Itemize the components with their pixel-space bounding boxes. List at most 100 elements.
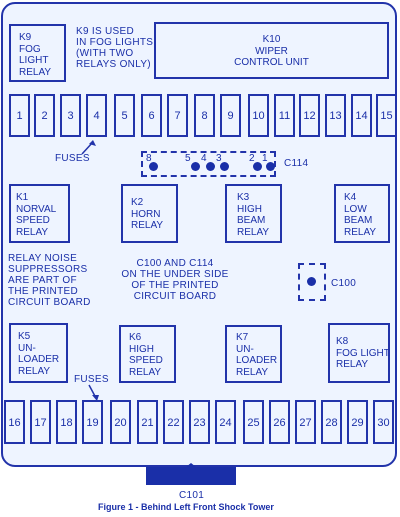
connector-c100-pin — [307, 277, 316, 286]
relay-k6-label: K6 HIGH SPEED RELAY — [129, 332, 163, 378]
c114-pin-dot — [191, 162, 200, 171]
connector-c114-label: C114 — [284, 158, 309, 169]
c114-pin-dot — [220, 162, 229, 171]
fuse-label: 8 — [201, 110, 208, 122]
relay-k1[interactable]: K1 NORVAL SPEED RELAY — [9, 184, 70, 243]
fuse-1[interactable]: 1 — [9, 94, 30, 137]
fuse-8[interactable]: 8 — [194, 94, 215, 137]
c114-pin-dot — [266, 162, 275, 171]
fuse-14[interactable]: 14 — [351, 94, 372, 137]
fuse-label: 2 — [41, 110, 48, 122]
connector-c100-label: C100 — [331, 278, 357, 289]
fuse-26[interactable]: 26 — [269, 400, 290, 444]
fuse-label: 28 — [325, 417, 338, 429]
relay-k2[interactable]: K2 HORN RELAY — [121, 184, 178, 243]
fuse-25[interactable]: 25 — [243, 400, 264, 444]
fuse-label: 22 — [167, 417, 180, 429]
fuse-label: 6 — [148, 110, 155, 122]
figure-caption: Figure 1 - Behind Left Front Shock Tower — [98, 502, 274, 512]
fuse-label: 24 — [219, 417, 232, 429]
c114-pin-label: 8 — [146, 153, 152, 164]
fuses-top-arrow — [81, 140, 96, 155]
relay-k1-label: K1 NORVAL SPEED RELAY — [16, 192, 57, 238]
relay-k7-label: K7 UN- LOADER RELAY — [236, 332, 278, 378]
fuse-13[interactable]: 13 — [325, 94, 346, 137]
fuse-6[interactable]: 6 — [141, 94, 162, 137]
relay-k8-label: K8 FOG LIGHT RELAY — [336, 336, 390, 370]
c114-pin-label: 3 — [216, 153, 222, 164]
relay-k5-label: K5 UN- LOADER RELAY — [18, 331, 60, 377]
fuse-label: 29 — [351, 417, 364, 429]
fuse-23[interactable]: 23 — [189, 400, 210, 444]
c114-pin-label: 4 — [201, 153, 207, 164]
fuse-9[interactable]: 9 — [220, 94, 241, 137]
fuse-11[interactable]: 11 — [274, 94, 295, 137]
fuse-28[interactable]: 28 — [321, 400, 342, 444]
fuses-top-label: FUSES — [55, 153, 90, 164]
c114-pin-dot — [253, 162, 262, 171]
connector-c101[interactable] — [146, 463, 236, 487]
relay-k8[interactable]: K8 FOG LIGHT RELAY — [328, 323, 390, 383]
fuse-label: 14 — [355, 110, 368, 122]
fuse-label: 17 — [34, 417, 47, 429]
c114-pin-label: 2 — [249, 153, 255, 164]
fuse-27[interactable]: 27 — [295, 400, 316, 444]
fuse-15[interactable]: 15 — [376, 94, 397, 137]
suppressors-note: RELAY NOISE SUPPRESSORS ARE PART OF THE … — [8, 253, 91, 308]
c114-pin-dot — [206, 162, 215, 171]
fuses-bottom-label: FUSES — [74, 374, 109, 385]
relay-k10[interactable]: K10 WIPER CONTROL UNIT — [154, 22, 389, 79]
fuse-label: 16 — [8, 417, 21, 429]
fuses-bottom-arrow — [88, 384, 99, 401]
fuse-7[interactable]: 7 — [167, 94, 188, 137]
fuse-22[interactable]: 22 — [163, 400, 184, 444]
c114-pin-label: 5 — [185, 153, 191, 164]
relay-k9-label: K9 FOG LIGHT RELAY — [19, 32, 52, 78]
connector-c101-label: C101 — [179, 490, 205, 501]
fuse-label: 5 — [121, 110, 128, 122]
fuse-20[interactable]: 20 — [110, 400, 131, 444]
fuse-label: 15 — [380, 110, 393, 122]
fuse-30[interactable]: 30 — [373, 400, 394, 444]
fuse-label: 23 — [193, 417, 206, 429]
relay-k4[interactable]: K4 LOW BEAM RELAY — [334, 184, 390, 243]
fuse-3[interactable]: 3 — [60, 94, 81, 137]
fuse-18[interactable]: 18 — [56, 400, 77, 444]
fuse-4[interactable]: 4 — [86, 94, 107, 137]
fuse-21[interactable]: 21 — [137, 400, 158, 444]
relay-k6[interactable]: K6 HIGH SPEED RELAY — [119, 325, 176, 383]
fuse-label: 12 — [303, 110, 316, 122]
fuse-label: 18 — [60, 417, 73, 429]
fuse-24[interactable]: 24 — [215, 400, 236, 444]
fuse-label: 13 — [329, 110, 342, 122]
fuse-12[interactable]: 12 — [299, 94, 320, 137]
relay-k4-label: K4 LOW BEAM RELAY — [344, 192, 377, 238]
fuse-label: 9 — [227, 110, 234, 122]
fuse-10[interactable]: 10 — [248, 94, 269, 137]
fuse-19[interactable]: 19 — [82, 400, 103, 444]
c100-c114-note: C100 AND C114 ON THE UNDER SIDE OF THE P… — [121, 258, 229, 302]
fuse-label: 11 — [278, 110, 291, 122]
relay-k2-label: K2 HORN RELAY — [131, 197, 164, 231]
fuse-label: 3 — [67, 110, 74, 122]
relay-k3-label: K3 HIGH BEAM RELAY — [237, 192, 270, 238]
k9-note: K9 IS USED IN FOG LIGHTS (WITH TWO RELAY… — [76, 26, 154, 70]
relay-k9[interactable]: K9 FOG LIGHT RELAY — [9, 24, 66, 82]
fuse-label: 30 — [377, 417, 390, 429]
relay-k3[interactable]: K3 HIGH BEAM RELAY — [225, 184, 282, 243]
fuse-17[interactable]: 17 — [30, 400, 51, 444]
fuse-label: 25 — [247, 417, 260, 429]
fuse-label: 7 — [174, 110, 181, 122]
fuse-label: 19 — [86, 417, 99, 429]
relay-k5[interactable]: K5 UN- LOADER RELAY — [9, 323, 68, 383]
relay-k7[interactable]: K7 UN- LOADER RELAY — [225, 325, 282, 383]
fuse-5[interactable]: 5 — [114, 94, 135, 137]
fuse-29[interactable]: 29 — [347, 400, 368, 444]
fuse-label: 1 — [16, 110, 23, 122]
fuse-label: 10 — [252, 110, 265, 122]
fuse-16[interactable]: 16 — [4, 400, 25, 444]
fuse-2[interactable]: 2 — [34, 94, 55, 137]
c114-pin-dot — [149, 162, 158, 171]
fuse-label: 27 — [299, 417, 312, 429]
relay-k10-label: K10 WIPER CONTROL UNIT — [234, 34, 309, 68]
